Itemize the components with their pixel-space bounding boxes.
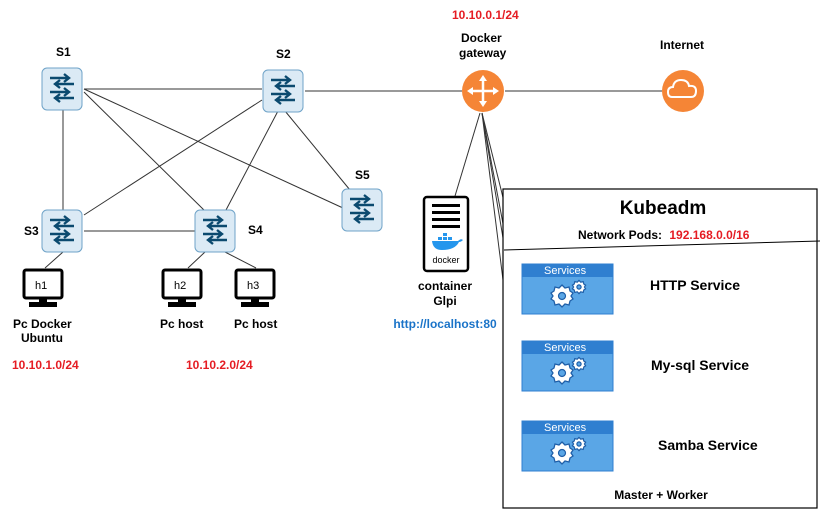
container-url[interactable]: http://localhost:80 bbox=[393, 317, 497, 331]
host-h1-label-line1: Pc Docker bbox=[13, 317, 72, 331]
internet-cloud[interactable] bbox=[662, 70, 704, 112]
subnet-h2h3: 10.10.2.0/24 bbox=[186, 358, 253, 372]
host-h2-label: Pc host bbox=[160, 317, 203, 331]
service-name-mysql: My-sql Service bbox=[651, 357, 749, 373]
link-s4-h2 bbox=[187, 251, 206, 269]
container-label-line1: container bbox=[418, 279, 472, 293]
link-s2-s4 bbox=[225, 110, 279, 211]
pods-cidr: 192.168.0.0/16 bbox=[669, 228, 749, 242]
switch-label-s1: S1 bbox=[56, 45, 71, 59]
container-glpi-server[interactable]: docker bbox=[422, 195, 470, 273]
kubeadm-title: Kubeadm bbox=[620, 198, 707, 219]
docker-whale-icon bbox=[432, 233, 463, 250]
service-card-samba[interactable]: Services bbox=[521, 420, 614, 472]
kubeadm-cluster: Kubeadm Network Pods: 192.168.0.0/16 Ser… bbox=[502, 188, 821, 509]
service-name-samba: Samba Service bbox=[658, 437, 758, 453]
cloud-icon bbox=[662, 70, 704, 112]
switch-label-s5: S5 bbox=[355, 168, 370, 182]
gateway-label-line1: Docker bbox=[461, 31, 502, 45]
service-card-mysql[interactable]: Services bbox=[521, 340, 614, 392]
switch-s5[interactable] bbox=[341, 188, 383, 232]
container-label-line2: Glpi bbox=[433, 294, 456, 308]
service-name-http: HTTP Service bbox=[650, 277, 740, 293]
switch-s4[interactable] bbox=[194, 209, 236, 253]
link-s2-s3 bbox=[83, 99, 263, 216]
docker-logo-text: docker bbox=[432, 255, 459, 265]
links bbox=[44, 88, 662, 424]
switch-label-s4: S4 bbox=[248, 223, 263, 237]
service-card-http[interactable]: Services bbox=[521, 263, 614, 315]
subnet-h1: 10.10.1.0/24 bbox=[12, 358, 79, 372]
service-card-title: Services bbox=[544, 265, 587, 277]
switch-s1[interactable] bbox=[41, 67, 83, 111]
switch-label-s3: S3 bbox=[24, 224, 39, 238]
host-h3-label: Pc host bbox=[234, 317, 277, 331]
host-h3[interactable]: h3 bbox=[234, 268, 276, 309]
pods-label: Network Pods: bbox=[578, 228, 662, 242]
kubeadm-footer: Master + Worker bbox=[614, 488, 708, 502]
link-s1-s4 bbox=[83, 91, 207, 213]
link-s1-s5 bbox=[83, 88, 344, 209]
host-h1-label-line2: Ubuntu bbox=[21, 331, 63, 345]
link-s2-s5 bbox=[284, 110, 351, 191]
switch-s2[interactable] bbox=[262, 69, 304, 113]
link-s3-h1 bbox=[44, 251, 64, 269]
host-h2[interactable]: h2 bbox=[161, 268, 203, 309]
internet-label: Internet bbox=[660, 38, 704, 52]
host-id-h3: h3 bbox=[247, 280, 259, 292]
link-s4-h3 bbox=[224, 251, 257, 269]
docker-gateway-router[interactable] bbox=[462, 70, 504, 112]
host-h1[interactable]: h1 bbox=[22, 268, 64, 309]
switch-label-s2: S2 bbox=[276, 47, 291, 61]
pods-network-label: Network Pods: 192.168.0.0/16 bbox=[578, 228, 750, 242]
service-card-title: Services bbox=[544, 342, 587, 354]
service-card-title: Services bbox=[544, 422, 587, 434]
gateway-label-line2: gateway bbox=[459, 46, 507, 60]
host-id-h2: h2 bbox=[174, 280, 186, 292]
pods-network-line bbox=[503, 240, 821, 251]
link-gateway-container bbox=[454, 112, 481, 197]
switch-s3[interactable] bbox=[41, 209, 83, 253]
host-id-h1: h1 bbox=[35, 280, 47, 292]
subnet-gateway: 10.10.0.1/24 bbox=[452, 8, 519, 22]
